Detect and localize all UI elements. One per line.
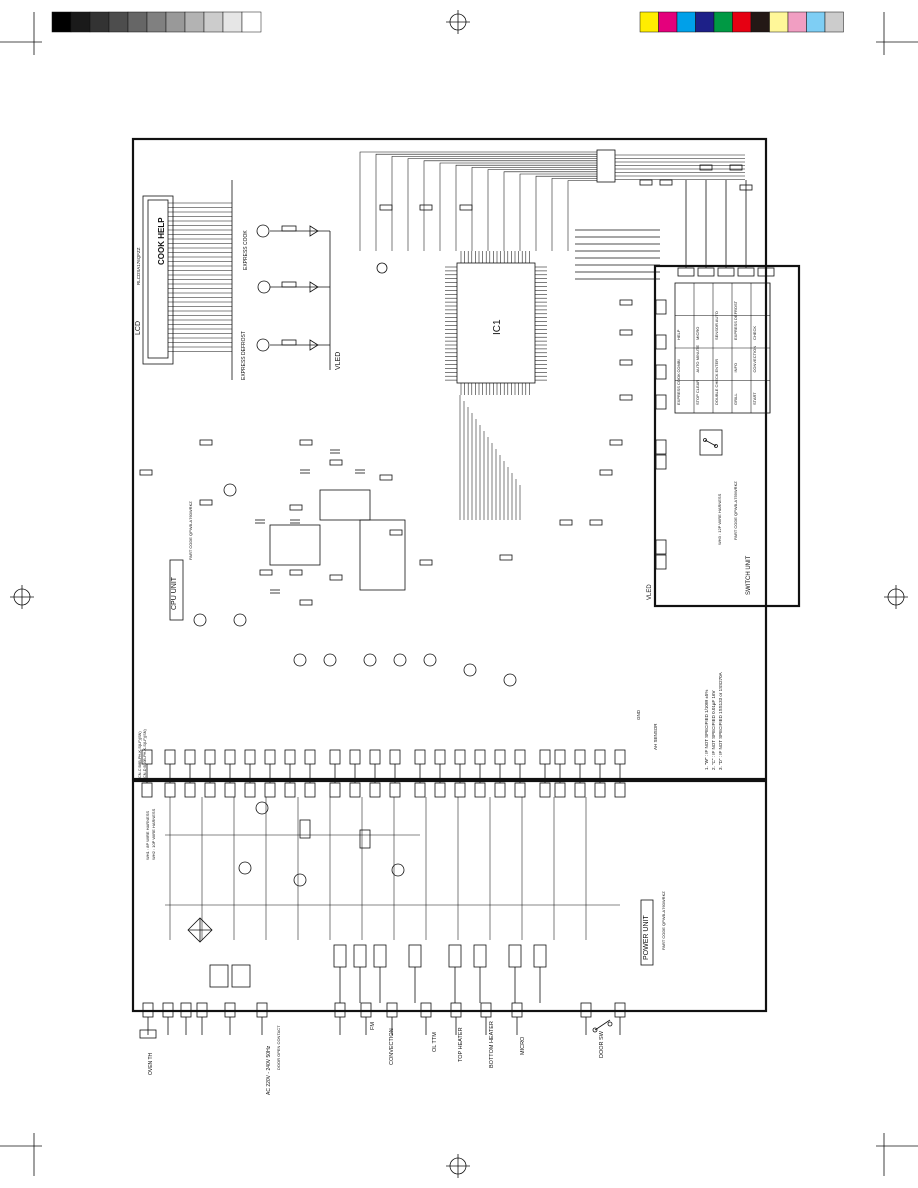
key-label: CHECK	[752, 326, 757, 340]
gnd-label-cpu: GND	[636, 709, 641, 720]
oven-lamp-label: OL TTM	[432, 1032, 438, 1052]
door-sw-label: DOOR SW	[599, 1030, 605, 1058]
key-label: STOP CLEAR	[695, 380, 700, 405]
grayscale-calibration-bar	[51, 11, 262, 33]
color-swatch	[676, 11, 696, 33]
key-label: MICRO	[695, 327, 700, 340]
lcd-part-number: RLCDSA176QFZZ	[136, 247, 141, 285]
key-label: EXPRESS COOK	[676, 373, 681, 405]
ic1-microcontroller: IC1	[445, 251, 547, 395]
gray-swatch	[108, 11, 129, 33]
color-swatch	[695, 11, 715, 33]
ic1-data-bus	[359, 151, 745, 520]
wh1-harness-label: WH1 : 8P WIRE HARNESS	[145, 811, 150, 860]
passive-components	[139, 164, 753, 687]
ic1-label: IC1	[492, 319, 503, 335]
bottom-heater-label: BOTTOM HEATER	[489, 1021, 495, 1068]
svg-text:2. "C" : IF NOT SPECIFIED 0.01: 2. "C" : IF NOT SPECIFIED 0.01µF 16V	[711, 691, 716, 770]
key-label: COMBI	[676, 359, 681, 372]
oven-th-label: OVEN TH	[148, 1052, 154, 1075]
color-swatch	[750, 11, 770, 33]
express-cook-label: EXPRESS COOK	[243, 230, 249, 270]
schematic-notes: 1. "W" : IF NOT SPECIFIED 1/10W ±5% 2. "…	[704, 672, 723, 770]
lcd-label: LCD	[135, 321, 142, 335]
relay-bank	[333, 944, 547, 1003]
wh2-harness-label: WH2 : 10P WIRE HARNESS	[151, 808, 156, 860]
color-calibration-bar	[639, 11, 844, 33]
svg-text:1. "W" : IF NOT SPECIFIED 1/10: 1. "W" : IF NOT SPECIFIED 1/10W ±5%	[704, 690, 709, 770]
color-swatch	[639, 11, 659, 33]
convection-label: CONVECTION	[389, 1028, 395, 1065]
color-swatch	[713, 11, 733, 33]
rsw-switch	[699, 429, 723, 456]
key-label: START	[752, 392, 757, 405]
board-interconnect	[141, 749, 626, 798]
power-unit-board	[131, 779, 768, 1013]
led-driver-circuits	[231, 180, 388, 380]
gray-swatch	[89, 11, 110, 33]
express-defrost-label: EXPRESS DEFROST	[241, 331, 247, 380]
wh3-harness-label: WH3 : 12P WIRE HARNESS	[717, 493, 722, 545]
color-swatch	[769, 11, 789, 33]
external-loads: OVEN TH AC 220V - 240V 50Hz DOOR OPEN CO…	[148, 1021, 605, 1095]
gray-swatch	[70, 11, 91, 33]
power-wiring	[165, 797, 620, 940]
cpu-unit-label: CPU UNIT	[171, 576, 178, 610]
door-open-contact-label: DOOR OPEN CONTACT	[276, 1025, 281, 1070]
power-part-code: PART CODE QPWB-A760WRKZ	[661, 891, 666, 950]
power-supply-circuit	[187, 801, 405, 988]
switch-unit-label: SWITCH UNIT	[746, 555, 752, 595]
key-label: AUTO MINUTE	[695, 345, 700, 373]
key-label: INFO	[733, 363, 738, 373]
key-label: DOUBLE CHECK	[714, 373, 719, 405]
lcd-logo: COOK HELP	[157, 217, 166, 265]
switch-connectors	[655, 180, 775, 570]
key-label: GRILL	[733, 393, 738, 405]
color-swatch	[732, 11, 752, 33]
cpu-part-code: PART CODE QPWB-A760WRKZ	[188, 501, 193, 560]
gray-swatch	[222, 11, 243, 33]
key-label: HELP	[676, 329, 681, 340]
key-label: EXPRESS DEFROST	[733, 300, 738, 340]
cn-d-label: CN-D B10B-PH-K-S(LF)(SN)	[143, 729, 147, 778]
color-swatch	[806, 11, 826, 33]
gray-swatch	[184, 11, 205, 33]
registration-marks	[0, 10, 918, 1178]
gray-swatch	[203, 11, 224, 33]
gray-swatch	[51, 11, 72, 33]
fm-label: FM	[370, 1022, 376, 1030]
color-swatch	[824, 11, 844, 33]
color-swatch	[658, 11, 678, 33]
cpu-unit-board	[131, 137, 768, 781]
gray-swatch	[146, 11, 167, 33]
key-matrix: EXPRESS COOK STOP CLEAR DOUBLE CHECK GRILL S…	[674, 282, 771, 414]
svg-text:3. "D" : IF NOT SPECIFIED 1SS1: 3. "D" : IF NOT SPECIFIED 1SS133 or 1SS2…	[718, 672, 723, 770]
gray-swatch	[241, 11, 262, 33]
micro-label: MICRO	[520, 1036, 526, 1055]
key-label: ENTER	[714, 359, 719, 373]
switch-part-code: PART CODE QPWB-A759WRKZ	[733, 481, 738, 540]
cn-c-label: CN-C B8B-PH-K-S(LF)(SN)	[138, 731, 142, 778]
lcd-module: LCD RLCDSA176QFZZ COOK HELP	[135, 195, 232, 365]
top-heater-label: TOP HEATER	[458, 1027, 464, 1062]
power-unit-label: POWER UNIT	[643, 915, 650, 960]
switch-unit-board	[653, 264, 801, 608]
load-terminals	[139, 1002, 626, 1039]
key-label: CONVECTION	[752, 346, 757, 373]
vled-label-switch: VLED	[647, 584, 653, 600]
gray-swatch	[127, 11, 148, 33]
cn-f-ah-sensor: AH SENSOR	[653, 723, 658, 750]
gray-swatch	[165, 11, 186, 33]
key-label: SENSOR AUTO	[714, 311, 719, 340]
ac-supply-label: AC 220V - 240V 50Hz	[266, 1045, 272, 1095]
color-swatch	[787, 11, 807, 33]
vled-label-top: VLED	[335, 352, 342, 370]
